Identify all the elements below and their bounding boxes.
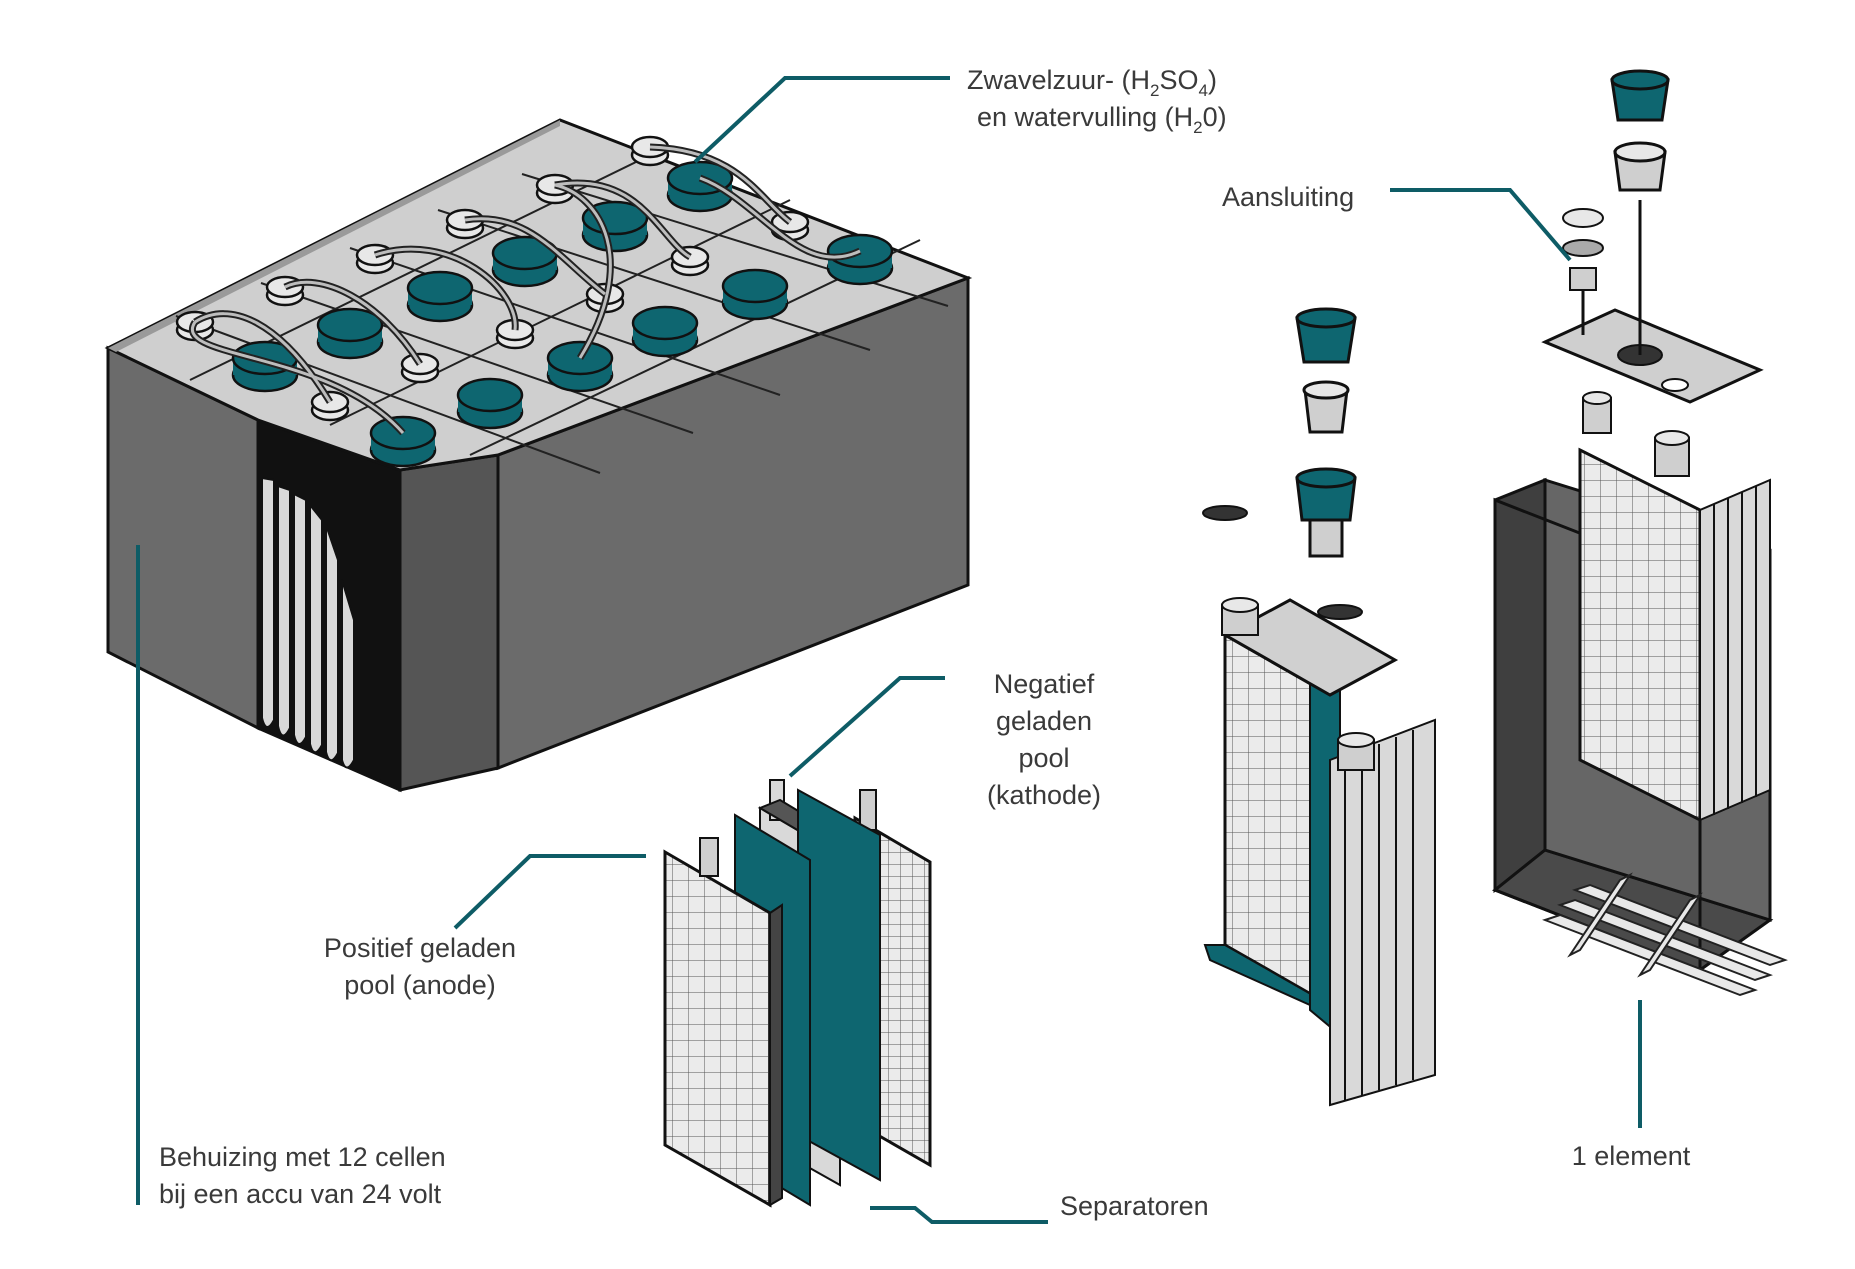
label-behuizing-1: Behuizing met 12 cellen bbox=[159, 1142, 446, 1172]
label-element: 1 element bbox=[1572, 1141, 1691, 1171]
label-negatief-1: Negatief bbox=[994, 669, 1095, 699]
exploded-plates bbox=[663, 779, 932, 1208]
filler-cap-stack bbox=[1202, 307, 1363, 620]
label-positief-2: pool (anode) bbox=[344, 970, 496, 1000]
label-behuizing-2: bij een accu van 24 volt bbox=[159, 1179, 442, 1209]
label-fill-line2: en watervulling (H20) bbox=[977, 102, 1227, 137]
cell-element-right bbox=[1492, 69, 1788, 997]
label-fill-line1: Zwavelzuur- (H2SO4) bbox=[967, 65, 1217, 100]
label-positief-1: Positief geladen bbox=[324, 933, 516, 963]
label-negatief-4: (kathode) bbox=[987, 780, 1101, 810]
cell-assembly-middle bbox=[1202, 307, 1436, 1107]
label-separatoren: Separatoren bbox=[1060, 1191, 1209, 1221]
leader-lines bbox=[136, 76, 1642, 1224]
label-aansluiting: Aansluiting bbox=[1222, 182, 1354, 212]
cutaway-plates bbox=[261, 476, 355, 769]
labels: Zwavelzuur- (H2SO4) en watervulling (H20… bbox=[159, 65, 1691, 1221]
label-negatief-2: geladen bbox=[996, 706, 1092, 736]
battery-housing bbox=[104, 118, 973, 793]
label-negatief-3: pool bbox=[1018, 743, 1069, 773]
